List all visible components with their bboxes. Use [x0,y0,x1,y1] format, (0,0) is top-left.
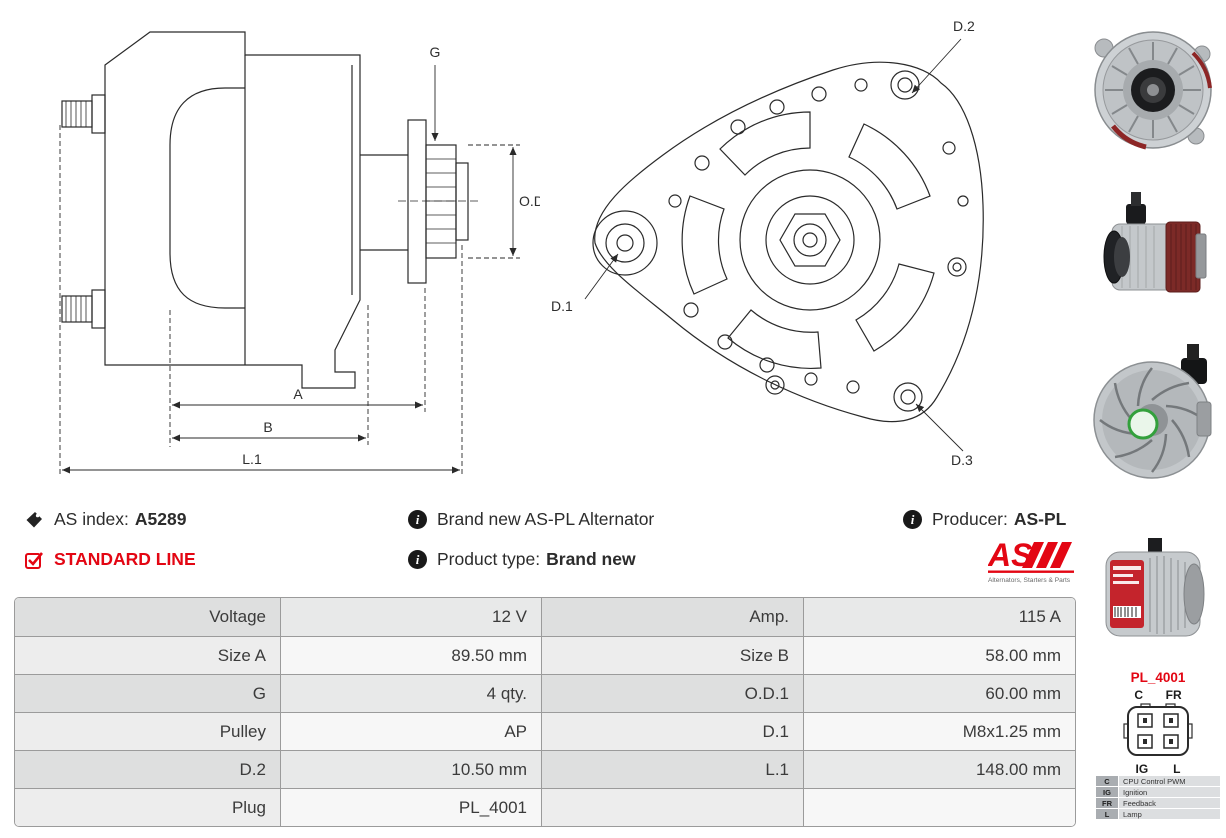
spec-label: L.1 [541,751,803,788]
legend-row: C CPU Control PWM [1096,776,1220,786]
product-description-row: i Brand new AS-PL Alternator [408,509,654,530]
plug-connector-diagram [1123,703,1193,756]
product-photo-rear-fan [1093,344,1212,479]
product-type-value: Brand new [546,549,636,569]
checkbox-icon [24,550,44,570]
info-icon: i [408,510,427,529]
spec-row: Voltage 12 V Amp. 115 A [15,598,1075,636]
spec-value: 4 qty. [280,675,541,712]
spec-value: M8x1.25 mm [803,713,1075,750]
legend-pin: IG [1096,787,1118,797]
spec-row: G 4 qty. O.D.1 60.00 mm [15,674,1075,712]
standard-line-row: STANDARD LINE [24,549,196,570]
dim-label-b: B [263,419,272,435]
pin-label-l: L [1173,762,1181,776]
spec-value: AP [280,713,541,750]
producer-row: i Producer: AS-PL [903,509,1066,530]
legend-desc: CPU Control PWM [1119,776,1220,786]
product-photo-labelled [1105,538,1205,637]
spec-value [803,789,1075,826]
spec-value: 58.00 mm [803,637,1075,674]
spec-table: Voltage 12 V Amp. 115 A Size A 89.50 mm … [14,597,1076,827]
pin-label-c: C [1134,688,1143,702]
spec-label [541,789,803,826]
spec-row: Plug PL_4001 [15,788,1075,826]
legend-pin: FR [1096,798,1118,808]
info-icon: i [408,550,427,569]
spec-row: D.2 10.50 mm L.1 148.00 mm [15,750,1075,788]
pin-label-fr: FR [1165,688,1182,702]
spec-label: G [15,675,280,712]
spec-label: Plug [15,789,280,826]
dim-label-d3: D.3 [951,452,973,468]
product-type-row: i Product type: Brand new [408,549,636,570]
spec-label: Voltage [15,598,280,636]
product-type-label: Product type: [437,549,541,569]
dim-label-a: A [293,386,303,402]
spec-value: 12 V [280,598,541,636]
spec-label: O.D.1 [541,675,803,712]
pin-label-ig: IG [1135,762,1149,776]
spec-label: Size B [541,637,803,674]
legend-desc: Lamp [1119,809,1220,819]
spec-label: D.1 [541,713,803,750]
plug-name: PL_4001 [1130,670,1186,685]
plug-pins-top: C FR [1123,688,1193,702]
producer-label: Producer: [932,509,1008,529]
spec-value: 60.00 mm [803,675,1075,712]
spec-label: Amp. [541,598,803,636]
as-index-label: AS index: [54,509,129,529]
dim-label-od1: O.D.1 [519,193,540,209]
legend-row: IG Ignition [1096,787,1220,797]
spec-value: 10.50 mm [280,751,541,788]
legend-pin: C [1096,776,1118,786]
legend-desc: Ignition [1119,787,1220,797]
spec-label: D.2 [15,751,280,788]
spec-label: Size A [15,637,280,674]
as-index-row: AS index: A5289 [24,509,186,530]
product-photo-front [1094,31,1212,150]
legend-row: L Lamp [1096,809,1220,819]
plug-pin-legend: C CPU Control PWM IG Ignition FR Feedbac… [1096,776,1220,819]
as-pl-logo: AS Alternators, Starters & Parts [988,537,1074,584]
alternator-body-outline [104,31,361,389]
producer-value: AS-PL [1013,509,1067,529]
housing-outline [594,61,984,423]
spec-value: 89.50 mm [280,637,541,674]
plug-pins-bottom: IG L [1123,762,1193,776]
shaft-nut [779,213,841,267]
spec-label: Pulley [15,713,280,750]
side-view-drawing: G O.D.1 A B L.1 [59,31,540,477]
dim-label-g: G [430,44,441,60]
spec-value: 115 A [803,598,1075,636]
spec-value: 148.00 mm [803,751,1075,788]
spec-row: Size A 89.50 mm Size B 58.00 mm [15,636,1075,674]
legend-desc: Feedback [1119,798,1220,808]
product-photo-side [1103,192,1207,293]
logo-tagline: Alternators, Starters & Parts [988,577,1071,584]
dim-label-d2: D.2 [953,18,975,34]
pulley-grooves [425,144,457,259]
legend-row: FR Feedback [1096,798,1220,808]
spec-row: Pulley AP D.1 M8x1.25 mm [15,712,1075,750]
dim-label-l1: L.1 [242,451,262,467]
standard-line-badge: STANDARD LINE [54,549,196,569]
tag-icon [24,510,44,530]
spec-value: PL_4001 [280,789,541,826]
front-view-drawing: D.2 D.1 D.3 [551,18,984,468]
info-icon: i [903,510,922,529]
as-index-value: A5289 [134,509,187,529]
dim-label-d1: D.1 [551,298,573,314]
product-description: Brand new AS-PL Alternator [437,509,655,529]
legend-pin: L [1096,809,1118,819]
pulley-flange [407,119,427,284]
